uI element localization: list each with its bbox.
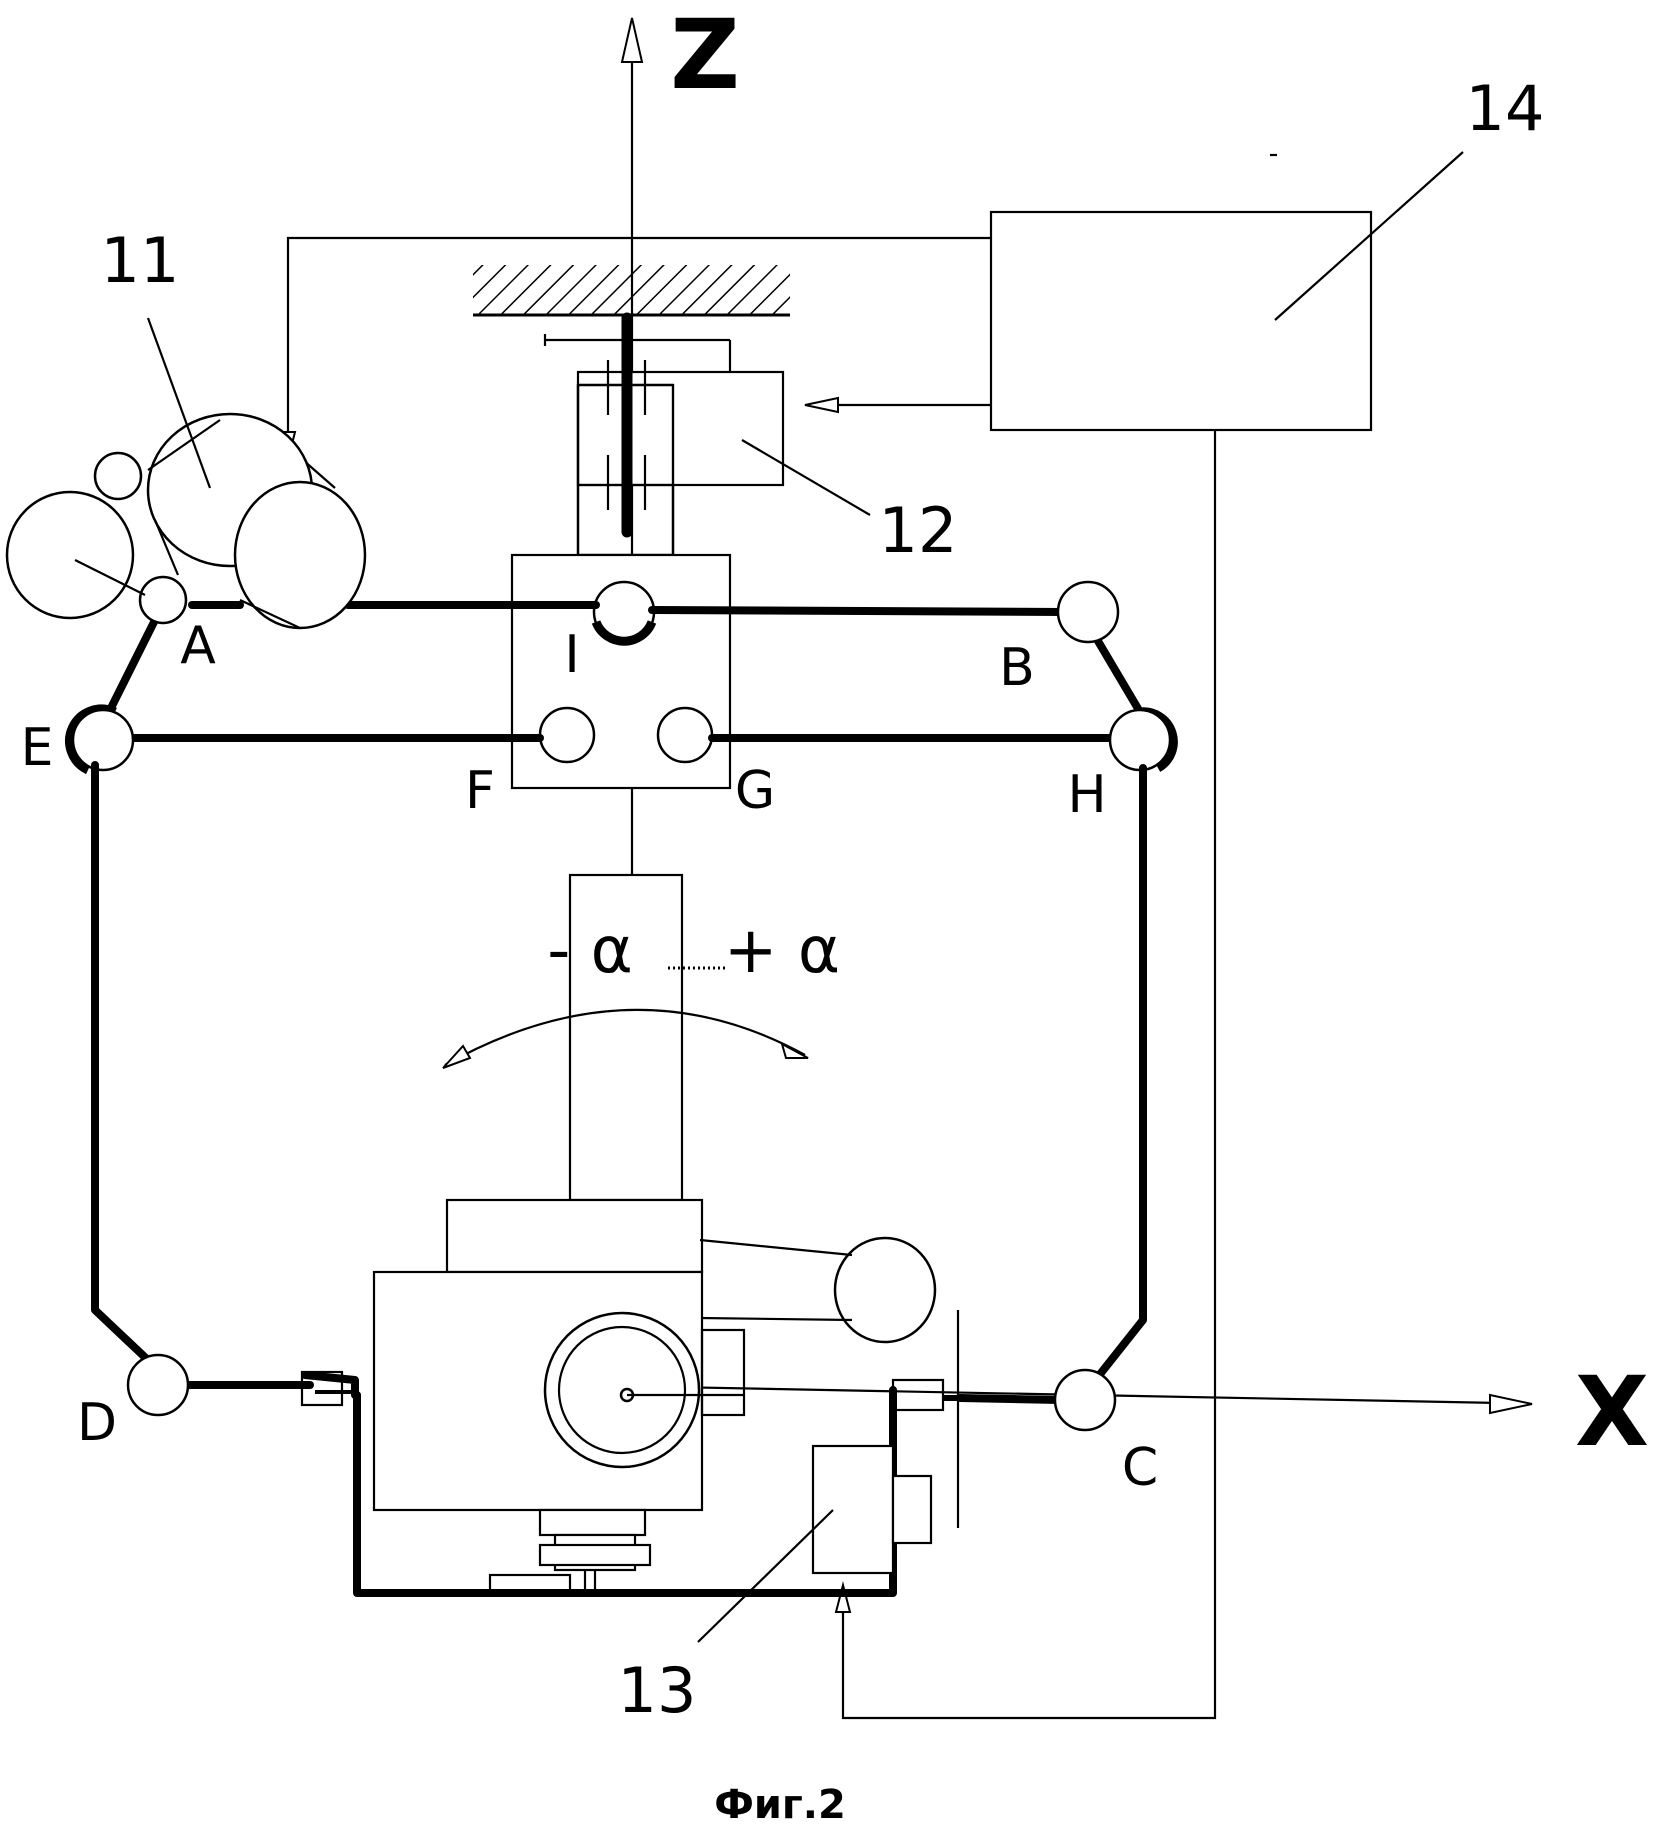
joint-d [128,1355,188,1415]
joint-a [140,577,186,623]
joint-g [658,708,712,762]
label-11: 11 [101,224,180,297]
label-13: 13 [618,1654,697,1727]
label-point-h: H [1067,765,1106,825]
label-point-i: I [564,625,579,685]
joint-e [73,710,133,770]
joint-f [540,708,594,762]
label-point-f: F [465,761,495,821]
swing-column: - α + α [443,875,840,1200]
label-point-c: C [1122,1438,1158,1498]
figure-caption: Фиг.2 [714,1782,846,1828]
label-14: 14 [1466,72,1545,145]
joint-c [1055,1370,1115,1430]
label-point-e: E [21,718,54,778]
fixed-base [473,265,790,315]
angle-plus: + α [724,914,840,988]
top-drive-12: 12 [545,318,957,567]
angle-minus: - α [547,914,633,988]
motor-assembly-11: 11 [7,224,365,628]
joint-b [1058,582,1118,642]
control-unit-14: 14 [991,72,1544,430]
central-carriage [512,555,730,788]
joint-h [1110,710,1170,770]
label-point-b: B [999,638,1035,698]
label-point-g: G [735,761,775,821]
label-point-d: D [77,1393,117,1453]
z-axis-label: Z [670,0,740,111]
label-point-a: A [180,616,216,676]
x-axis-label: X [1575,1356,1649,1468]
label-12: 12 [879,494,958,567]
